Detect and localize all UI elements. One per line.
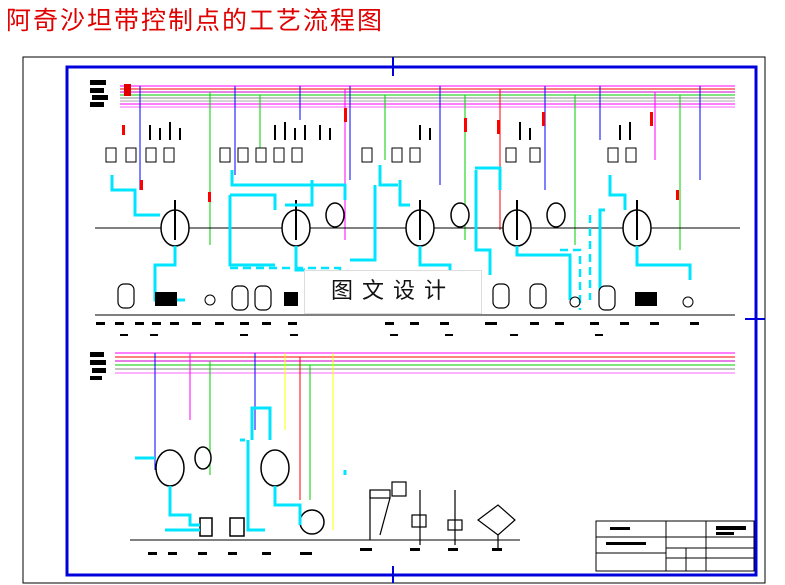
lower-utility-lines xyxy=(115,352,735,374)
title-block xyxy=(595,520,755,572)
upper-legend xyxy=(90,80,131,107)
page-title: 阿奇沙坦带控制点的工艺流程图 xyxy=(6,6,385,35)
lower-drop-lines xyxy=(154,353,334,530)
red-valves xyxy=(122,108,679,202)
reactors-upper xyxy=(160,202,652,247)
lower-ground xyxy=(148,548,502,555)
sheet-border xyxy=(22,56,766,584)
centering-marks xyxy=(392,57,765,583)
lower-right-equipment xyxy=(369,481,516,548)
cyan-pipes-upper xyxy=(110,165,692,302)
cyan-pipes-lower xyxy=(135,406,347,532)
instrument-ticks xyxy=(149,122,631,140)
watermark: 图文设计 xyxy=(304,270,482,314)
measuring-tanks xyxy=(105,147,637,163)
upper-utility-lines xyxy=(120,85,735,108)
title-block-marks xyxy=(606,526,746,545)
drawing-frame xyxy=(65,65,758,577)
lower-legend xyxy=(90,352,106,380)
upper-drop-lines xyxy=(139,86,701,250)
reactors-lower xyxy=(155,446,325,537)
pumps-upper xyxy=(155,292,694,308)
storage-tanks-upper xyxy=(117,283,616,311)
upper-tag-strip xyxy=(96,322,699,336)
reactor-agitators xyxy=(174,200,638,240)
